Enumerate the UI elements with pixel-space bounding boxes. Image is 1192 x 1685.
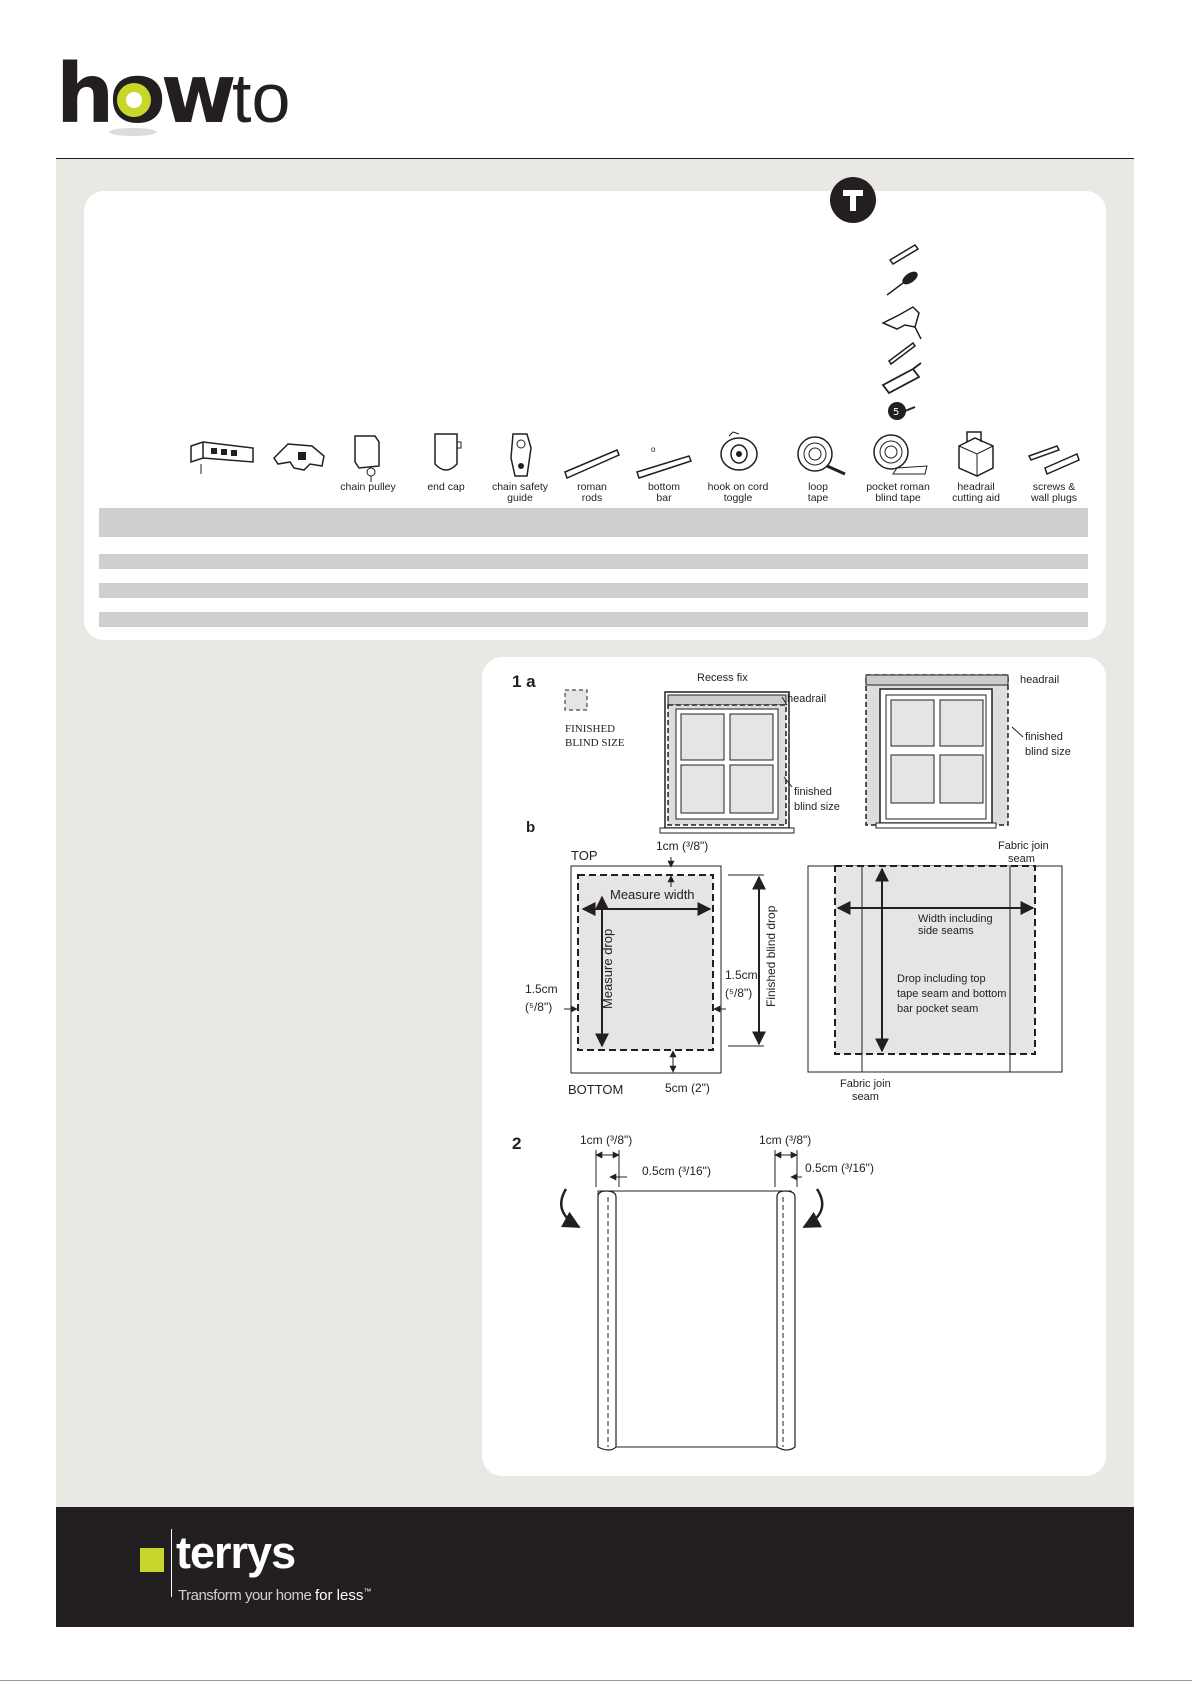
headrail-label-1: headrail	[787, 693, 826, 705]
fold-seams-diagram	[560, 1150, 824, 1451]
blind-tape-icon	[873, 434, 928, 475]
tools-list: 5	[881, 244, 922, 420]
left-margin-cm: 1.5cm	[525, 982, 558, 996]
chain-safety-guide-icon	[510, 433, 532, 477]
section-bar	[99, 554, 1088, 569]
cutting-aid-icon	[958, 431, 994, 477]
right-margin-cm: 1.5cm	[725, 968, 758, 982]
bottom-label: BOTTOM	[568, 1082, 623, 1097]
logo-to-text: to	[232, 59, 290, 137]
tape-measure-icon: 5	[888, 402, 916, 420]
footer-tagline: Transform your home for less™	[178, 1587, 372, 1604]
measure-width-label: Measure width	[610, 887, 695, 902]
seam-label-bottom: seam	[852, 1091, 879, 1103]
width-incl-2: side seams	[918, 925, 974, 937]
loop-tape-icon	[797, 436, 846, 476]
part-end-cap: end cap	[406, 428, 486, 493]
section-bar	[99, 583, 1088, 598]
svg-text:5: 5	[893, 407, 899, 418]
blind-size-label-1: blind size	[794, 801, 840, 813]
fold-05cm-left: 0.5cm (³/16")	[642, 1164, 711, 1178]
terrys-square-icon	[140, 1548, 164, 1572]
fabric-join-label-top: Fabric join	[998, 840, 1049, 852]
drop-incl-2: tape seam and bottom	[897, 988, 1006, 1000]
left-margin-in: (⁵/8")	[525, 1000, 552, 1014]
recess-fix-label: Recess fix	[697, 672, 748, 684]
screws-icon	[1027, 445, 1080, 476]
top-label: TOP	[571, 848, 598, 863]
fold-1cm-right: 1cm (³/8")	[759, 1133, 811, 1147]
footer: terrys Transform your home for less™	[56, 1507, 1134, 1627]
blind-size-label-2: blind size	[1025, 746, 1071, 758]
roman-rods-icon	[564, 449, 620, 480]
measure-drop-label: Measure drop	[600, 929, 615, 1009]
footer-divider	[171, 1529, 172, 1597]
legend-line1: FINISHED	[565, 723, 615, 735]
right-margin-in: (⁵/8")	[725, 986, 752, 1000]
part-bracket	[259, 428, 339, 482]
drop-incl-3: bar pocket seam	[897, 1003, 978, 1015]
header-rule	[56, 158, 1134, 159]
svg-text:o: o	[651, 445, 656, 454]
finished-label-2: finished	[1025, 731, 1063, 743]
fabric-join-label-bottom: Fabric join	[840, 1078, 891, 1090]
headrail-label-2: headrail	[1020, 674, 1059, 686]
drop-incl-1: Drop including top	[897, 973, 986, 985]
top-margin-label: 1cm (³/8")	[656, 839, 708, 853]
pencil-icon	[888, 244, 920, 265]
legend-line2: BLIND SIZE	[565, 737, 625, 749]
screwdriver-icon	[886, 271, 918, 296]
step-2-label: 2	[512, 1134, 521, 1153]
section-bar	[99, 612, 1088, 627]
howto-logo: how to	[56, 50, 290, 142]
fold-1cm-left: 1cm (³/8")	[580, 1133, 632, 1147]
cord-toggle-icon	[720, 431, 758, 471]
fabric-join-diagram	[807, 865, 1063, 1073]
bracket-icon	[273, 443, 325, 471]
section-bar	[99, 508, 1088, 537]
recess-window	[659, 691, 795, 834]
footer-brand: terrys	[176, 1527, 296, 1578]
end-cap-icon	[434, 433, 462, 471]
step-1b-label: b	[526, 819, 535, 836]
drill-bit-icon	[887, 341, 917, 366]
seam-label-top: seam	[1008, 853, 1035, 865]
step-1a-label: 1 a	[512, 672, 536, 691]
tools-badge-icon	[830, 177, 876, 223]
chain-pulley-icon	[354, 435, 380, 482]
page-bottom-rule	[0, 1680, 1192, 1681]
width-incl-1: Width including	[918, 913, 993, 925]
headrail-icon	[190, 441, 254, 474]
bottom-bar-icon: o	[636, 445, 692, 479]
drill-icon	[881, 306, 922, 340]
finished-blind-drop-label: Finished blind drop	[764, 905, 778, 1007]
finished-label-1: finished	[794, 786, 832, 798]
part-chain-pulley: chain pulley	[328, 428, 408, 493]
part-screws: screws &wall plugs	[1014, 428, 1094, 504]
instruction-diagram: 1 a FINISHED BLIND SIZE Recess fix headr…	[512, 672, 1071, 1451]
parts-panel	[84, 191, 1106, 640]
fold-05cm-right: 0.5cm (³/16")	[805, 1161, 874, 1175]
legend-swatch	[564, 689, 588, 711]
bottom-margin-label: 5cm (2")	[665, 1081, 710, 1095]
hacksaw-icon	[881, 362, 922, 395]
part-headrail	[182, 428, 262, 482]
exact-window	[865, 674, 1009, 829]
measure-diagram	[564, 857, 766, 1074]
